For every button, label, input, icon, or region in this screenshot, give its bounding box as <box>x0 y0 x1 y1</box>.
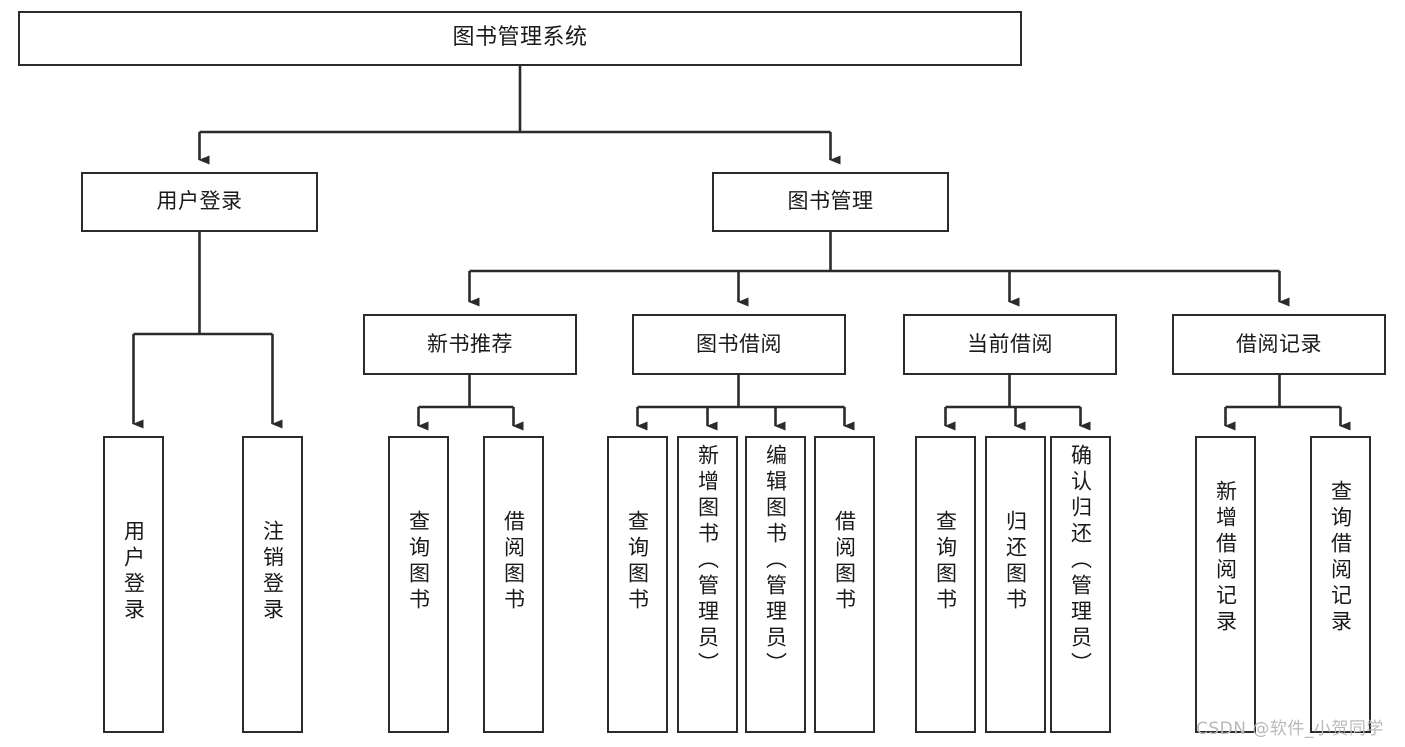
leaf-query-book-borrow[interactable]: 查询图书 <box>607 436 668 733</box>
node-current-borrow[interactable]: 当前借阅 <box>903 314 1117 375</box>
node-root-system[interactable]: 图书管理系统 <box>18 11 1022 66</box>
node-borrow-record-label: 借阅记录 <box>1236 331 1322 356</box>
node-book-management-label: 图书管理 <box>787 189 874 214</box>
leaf-borrow-book-borrow[interactable]: 借阅图书 <box>814 436 875 733</box>
leaf-logout-login-label: 注销登录 <box>260 520 285 624</box>
leaf-query-book-borrow-label: 查询图书 <box>625 510 650 614</box>
leaf-add-book-admin-label: 新增图书（管理员） <box>695 444 720 678</box>
leaf-borrow-book-newbook[interactable]: 借阅图书 <box>483 436 544 733</box>
leaf-edit-book-admin-label: 编辑图书（管理员） <box>763 444 788 678</box>
node-book-borrow-label: 图书借阅 <box>696 331 782 356</box>
leaf-borrow-book-borrow-label: 借阅图书 <box>832 510 857 614</box>
leaf-query-book-newbook[interactable]: 查询图书 <box>388 436 449 733</box>
leaf-return-book[interactable]: 归还图书 <box>985 436 1046 733</box>
leaf-query-book-newbook-label: 查询图书 <box>406 510 431 614</box>
leaf-return-book-label: 归还图书 <box>1003 510 1028 614</box>
node-book-management[interactable]: 图书管理 <box>712 172 949 232</box>
leaf-logout-login[interactable]: 注销登录 <box>242 436 303 733</box>
leaf-add-borrow-record[interactable]: 新增借阅记录 <box>1195 436 1256 733</box>
csdn-watermark: CSDN @软件_小贺同学 <box>1196 714 1384 739</box>
leaf-user-login-label: 用户登录 <box>121 520 146 624</box>
leaf-query-borrow-record[interactable]: 查询借阅记录 <box>1310 436 1371 733</box>
node-new-book-recommend[interactable]: 新书推荐 <box>363 314 577 375</box>
leaf-query-book-current-label: 查询图书 <box>933 510 958 614</box>
node-new-book-recommend-label: 新书推荐 <box>427 331 513 356</box>
csdn-watermark-text: CSDN @软件_小贺同学 <box>1196 719 1384 739</box>
leaf-edit-book-admin[interactable]: 编辑图书（管理员） <box>745 436 806 733</box>
node-borrow-record[interactable]: 借阅记录 <box>1172 314 1386 375</box>
leaf-add-borrow-record-label: 新增借阅记录 <box>1213 480 1238 636</box>
leaf-query-borrow-record-label: 查询借阅记录 <box>1328 480 1353 636</box>
node-current-borrow-label: 当前借阅 <box>967 331 1053 356</box>
leaf-confirm-return-admin[interactable]: 确认归还（管理员） <box>1050 436 1111 733</box>
leaf-borrow-book-newbook-label: 借阅图书 <box>501 510 526 614</box>
node-book-borrow[interactable]: 图书借阅 <box>632 314 846 375</box>
node-user-login[interactable]: 用户登录 <box>81 172 318 232</box>
node-user-login-label: 用户登录 <box>156 189 243 214</box>
leaf-confirm-return-admin-label: 确认归还（管理员） <box>1068 444 1093 678</box>
node-root-label: 图书管理系统 <box>452 25 588 51</box>
leaf-query-book-current[interactable]: 查询图书 <box>915 436 976 733</box>
leaf-add-book-admin[interactable]: 新增图书（管理员） <box>677 436 738 733</box>
leaf-user-login[interactable]: 用户登录 <box>103 436 164 733</box>
